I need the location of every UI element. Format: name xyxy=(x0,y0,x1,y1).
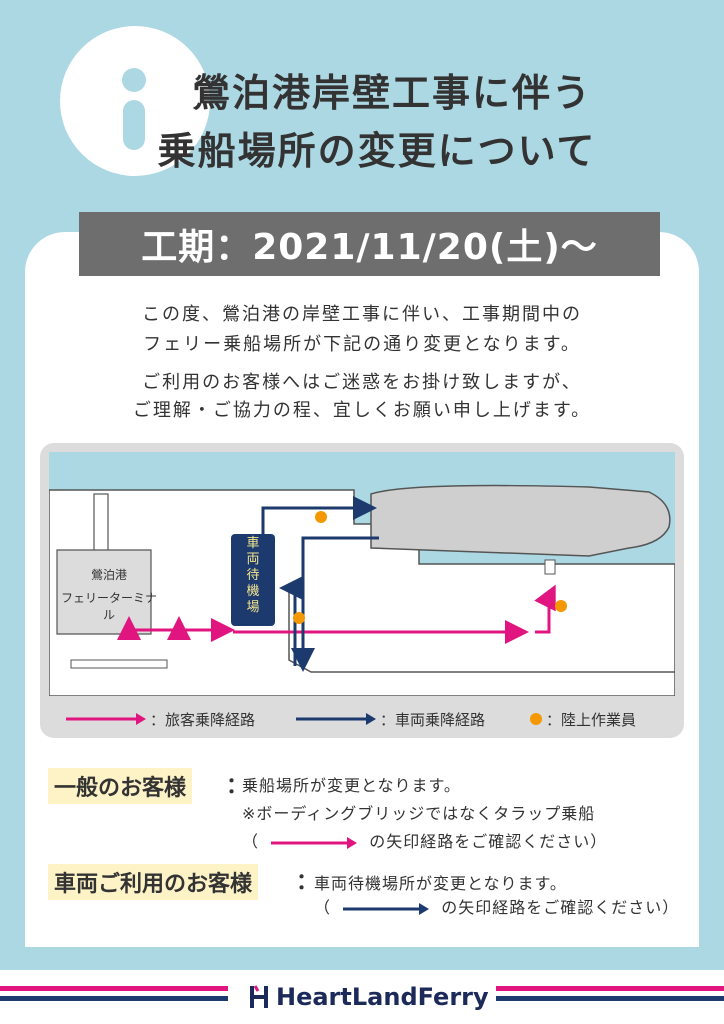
legend-vehicle: ：車両乗降経路 xyxy=(380,711,486,729)
general-customer-heading: 一般のお客様 xyxy=(48,768,193,804)
worker-marker xyxy=(315,511,327,523)
terminal-label: 鶯泊港 フェリーターミナル xyxy=(60,568,157,622)
intro-line-4: ご理解・ご協力の程、宜しくお願い申し上げます。 xyxy=(132,400,592,421)
vehicle-colon: ： xyxy=(296,870,319,895)
terminal-building xyxy=(56,549,152,635)
map-legend: ：旅客乗降経路 ：車両乗降経路 ：陸上作業員 xyxy=(0,706,724,732)
worker-marker xyxy=(293,612,305,624)
page-title-line1: 鶯泊港岸壁工事に伴う xyxy=(191,71,592,115)
info-icon xyxy=(60,26,210,176)
page-title-line2: 乗船場所の変更について xyxy=(157,129,597,173)
vehicle-arrow-icon xyxy=(343,902,430,915)
intro-line-1: この度、鶯泊港の岸壁工事に伴い、工事期間中の xyxy=(142,304,582,325)
port-map xyxy=(49,452,675,696)
general-line-2: ※ボーディングブリッジではなくタラップ乗船 xyxy=(242,804,596,823)
general-line-3: （ の矢印経路をご確認ください） xyxy=(242,832,608,851)
passenger-route-swatch xyxy=(66,713,146,725)
general-line-1: 乗船場所が変更となります。 xyxy=(242,776,461,795)
general-colon: ： xyxy=(226,774,249,799)
heart-land-logo-icon xyxy=(250,985,268,1008)
worker-marker xyxy=(555,600,567,612)
intro-line-3: ご利用のお客様へはご迷惑をお掛け致しますが、 xyxy=(142,372,582,393)
vehicle-route-swatch xyxy=(296,713,376,725)
brand-logo: HeartLandFerry xyxy=(250,980,489,1014)
passenger-route xyxy=(117,584,556,644)
ferry-ship xyxy=(370,484,671,557)
intro-line-2: フェリー乗船場所が下記の通り変更となります。 xyxy=(143,334,581,355)
passenger-arrow-icon xyxy=(271,836,358,849)
legend-passenger: ：旅客乗降経路 xyxy=(150,711,256,729)
vehicle-route xyxy=(261,496,379,672)
waiting-area-label: 車 両 待 機 場 xyxy=(246,536,260,615)
legend-worker: ：陸上作業員 xyxy=(546,711,637,729)
vehicle-waiting-area xyxy=(231,534,275,626)
vehicle-line-1: 車両待機場所が変更となります。 xyxy=(314,874,567,893)
vehicle-line-2: （ の矢印経路をご確認ください） xyxy=(314,898,680,917)
vehicle-customer-heading: 車両ご利用のお客様 xyxy=(48,864,259,900)
worker-swatch xyxy=(530,713,542,725)
construction-period: 工期：2021/11/20(土)〜 xyxy=(79,212,660,276)
